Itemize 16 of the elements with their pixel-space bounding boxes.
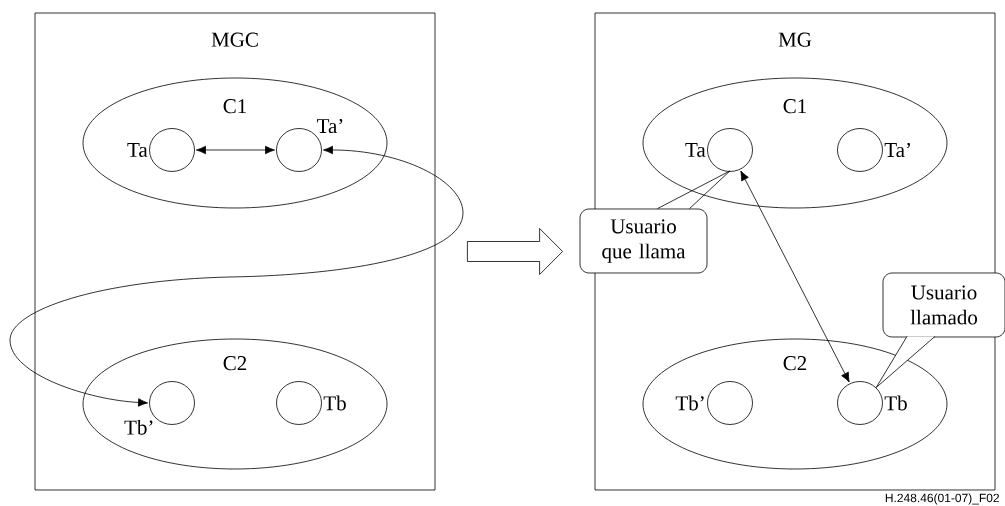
terminal-label: Tb’	[124, 419, 153, 435]
callout-tail	[875, 336, 936, 388]
terminal-label: Ta’	[317, 118, 343, 134]
figure-number: H.248.46(01-07)_F02	[885, 493, 999, 505]
callout-tail	[657, 170, 731, 209]
terminal-label: Ta’	[884, 142, 910, 158]
block-arrow	[467, 228, 563, 275]
terminal-label: Ta	[127, 143, 148, 157]
terminal-label: Tb’	[675, 395, 704, 411]
double-arrow	[196, 145, 275, 155]
callout-box: Usuario que llama	[579, 208, 708, 274]
curved-arrow	[9, 145, 464, 407]
terminal-label: Tb	[884, 395, 907, 411]
terminal-label: Tb	[323, 395, 346, 411]
terminal-label: Ta	[685, 143, 706, 157]
double-arrow	[740, 170, 850, 383]
